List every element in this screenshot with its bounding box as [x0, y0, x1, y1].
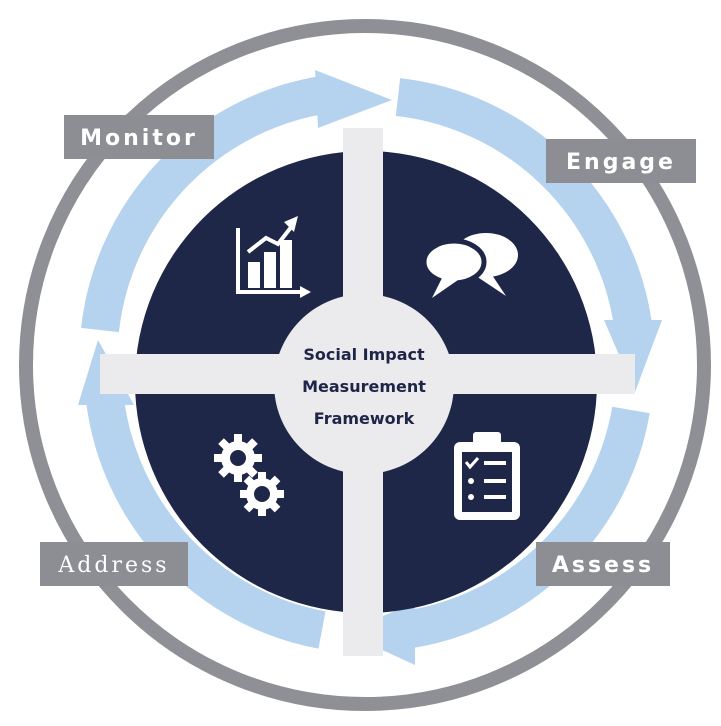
gears-icon: [214, 434, 284, 516]
stage-label-address: Address: [40, 542, 188, 586]
center-title-line2: Measurement: [302, 377, 426, 396]
gear-small: [240, 472, 284, 516]
gear-large: [214, 434, 262, 482]
center-hub: [274, 294, 454, 474]
stage-label-engage: Engage: [546, 139, 696, 183]
speech-bubbles-icon: [421, 233, 518, 298]
center-title-line3: Framework: [314, 409, 415, 428]
clipboard-checklist-icon: [454, 432, 520, 520]
stage-label-assess-text: Assess: [552, 553, 654, 578]
bar-chart-growth-icon: [236, 216, 311, 298]
stage-label-address-text: Address: [57, 553, 169, 578]
cycle-arrow-top-left: [81, 76, 326, 333]
stage-label-monitor: Monitor: [64, 115, 214, 159]
center-title-line1: Social Impact: [303, 345, 425, 364]
arrow-head-top: [315, 70, 392, 128]
stage-label-assess: Assess: [536, 542, 670, 586]
stage-label-monitor-text: Monitor: [80, 126, 198, 151]
stage-label-engage-text: Engage: [566, 150, 676, 175]
outer-ring: [19, 19, 711, 711]
